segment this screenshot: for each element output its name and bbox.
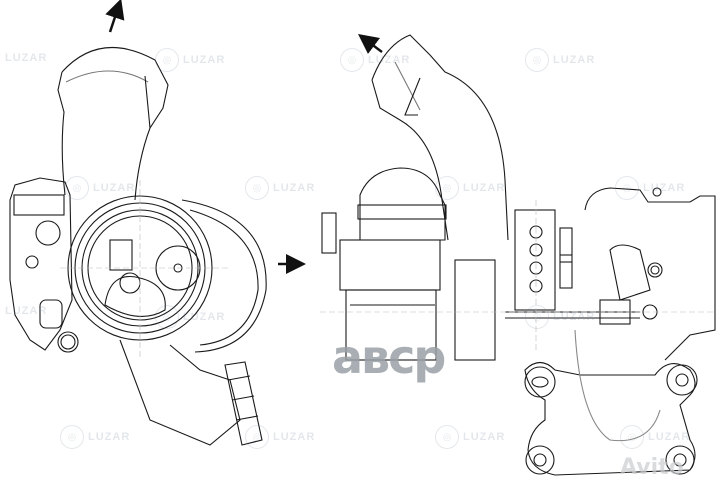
- brand-watermark: LUZAR: [5, 305, 48, 317]
- brand-watermark: ◎LUZAR: [620, 425, 690, 449]
- brand-logo-icon: ◎: [525, 48, 549, 72]
- brand-logo-icon: ◎: [340, 48, 364, 72]
- brand-logo-icon: ◎: [620, 425, 644, 449]
- outlet-arrow-front-icon: [105, 0, 125, 33]
- brand-watermark: ◎LUZAR: [155, 305, 225, 329]
- brand-watermark: ◎LUZAR: [435, 425, 505, 449]
- front-view: [9, 47, 267, 446]
- brand-logo-icon: ◎: [525, 305, 549, 329]
- overlay-watermark: авср: [332, 330, 446, 384]
- side-view: [321, 34, 716, 476]
- brand-logo-icon: ◎: [615, 176, 639, 200]
- brand-watermark: ◎LUZAR: [525, 305, 595, 329]
- brand-watermark: ◎LUZAR: [65, 176, 135, 200]
- brand-logo-icon: ◎: [60, 425, 84, 449]
- center-lines: [60, 180, 715, 360]
- brand-logo-icon: ◎: [245, 425, 269, 449]
- brand-watermark: ◎LUZAR: [525, 48, 595, 72]
- outlet-arrow-side-icon: [358, 34, 383, 54]
- avito-watermark: Avito: [620, 455, 684, 480]
- brand-watermark: ◎LUZAR: [615, 176, 685, 200]
- brand-logo-icon: ◎: [435, 176, 459, 200]
- brand-watermark: ◎LUZAR: [245, 425, 315, 449]
- brand-watermark: ◎LUZAR: [60, 425, 130, 449]
- brand-logo-icon: ◎: [245, 176, 269, 200]
- brand-watermark: ◎LUZAR: [155, 48, 225, 72]
- brand-logo-icon: ◎: [155, 305, 179, 329]
- brand-logo-icon: ◎: [155, 48, 179, 72]
- brand-watermark: ◎LUZAR: [245, 176, 315, 200]
- brand-logo-icon: ◎: [435, 425, 459, 449]
- brand-watermark: LUZAR: [5, 52, 48, 64]
- brand-logo-icon: ◎: [65, 176, 89, 200]
- brand-watermark: ◎LUZAR: [435, 176, 505, 200]
- brand-watermark: ◎LUZAR: [340, 48, 410, 72]
